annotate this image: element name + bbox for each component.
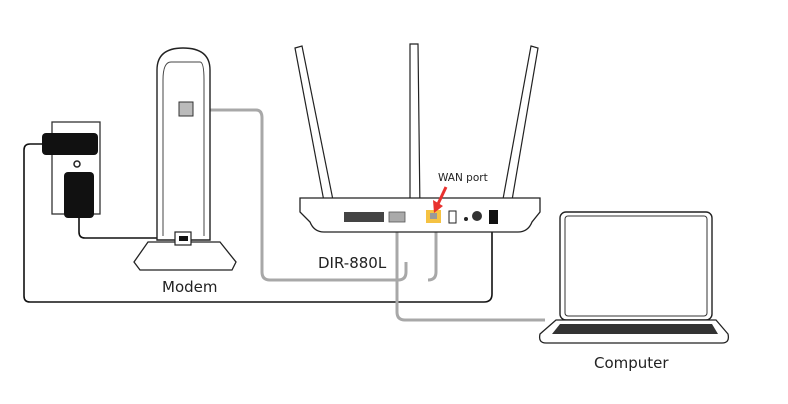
arrow-head-icon (433, 200, 443, 213)
laptop (538, 211, 730, 344)
ethernet-cable-computer (395, 222, 545, 322)
router-power-adapter (42, 133, 98, 155)
router-power-cable (23, 143, 493, 303)
laptop-screen (564, 215, 708, 317)
ethernet-cable-modem (190, 108, 408, 282)
computer-label: Computer (594, 354, 669, 372)
laptop-keyboard (552, 324, 718, 334)
router-antennas (294, 43, 539, 213)
outlet-screw (73, 160, 81, 168)
antenna-center (409, 43, 421, 213)
usb-port (448, 210, 457, 224)
router-label: DIR-880L (318, 254, 387, 272)
wan-arrow (433, 186, 448, 213)
modem-ethernet-port (178, 101, 194, 117)
router-body (299, 197, 541, 233)
modem-body (156, 47, 211, 241)
router (299, 197, 541, 233)
modem-power-adapter (64, 172, 94, 218)
reset-button (464, 217, 468, 221)
antenna-right (500, 45, 539, 213)
ethernet-cable-wan (427, 220, 438, 282)
lan-ports (344, 212, 384, 222)
modem (133, 47, 237, 271)
modem-power-cable (78, 218, 176, 239)
modem-stand (133, 241, 237, 271)
wan-port-label: WAN port (438, 172, 488, 184)
lan-port-4 (388, 211, 406, 223)
modem-label: Modem (162, 278, 218, 296)
antenna-left (294, 45, 336, 213)
power-button (472, 211, 482, 221)
power-jack (489, 210, 498, 224)
